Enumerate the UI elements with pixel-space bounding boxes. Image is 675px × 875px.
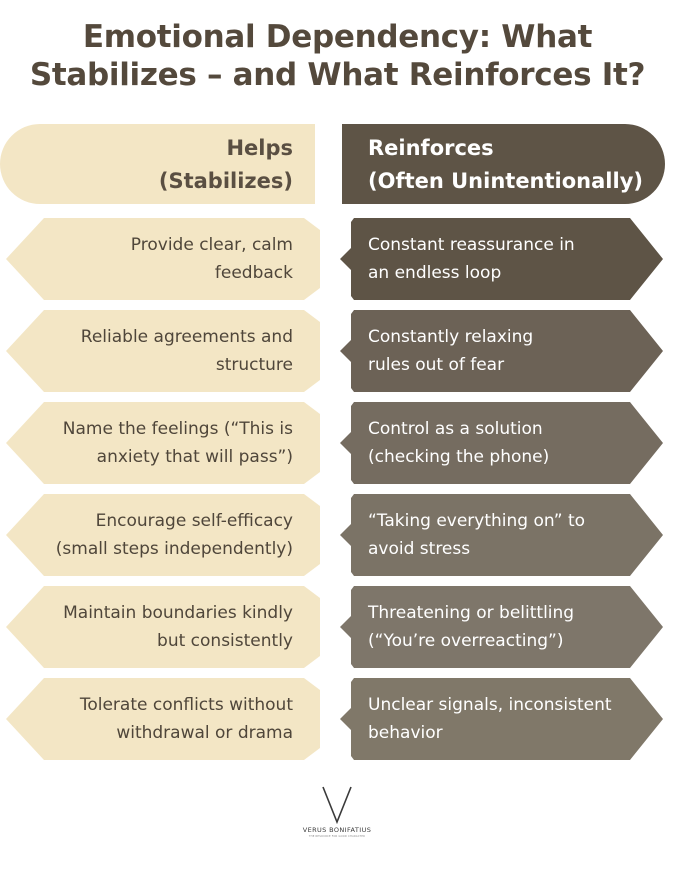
reinforces-item: Threatening or belittling (“You’re overr… — [340, 586, 663, 668]
brand-tagline: THE RESOURCE FOR GOOD CHARACTER — [308, 835, 366, 838]
helps-column-header: Helps (Stabilizes) — [0, 124, 315, 204]
reinforces-item: Unclear signals, inconsistent behavior — [340, 678, 663, 760]
helps-item-line-2: withdrawal or drama — [116, 723, 293, 743]
comparison-row-1: Provide clear, calm feedback Constant re… — [0, 218, 675, 300]
helps-header-line-2: (Stabilizes) — [158, 169, 293, 193]
helps-item: Name the feelings (“This is anxiety that… — [6, 402, 320, 484]
reinforces-item-line-1: Constantly relaxing — [368, 327, 534, 347]
reinforces-item-line-2: an endless loop — [368, 263, 502, 283]
page-title: Emotional Dependency: What Stabilizes – … — [0, 18, 675, 94]
reinforces-item: Constantly relaxing rules out of fear — [340, 310, 663, 392]
helps-item-line-2: feedback — [214, 263, 293, 283]
helps-item-line-1: Maintain boundaries kindly — [63, 603, 293, 623]
reinforces-item: “Taking everything on” to avoid stress — [340, 494, 663, 576]
helps-item-line-1: Reliable agreements and — [80, 327, 293, 347]
comparison-row-4: Encourage self-efficacy (small steps ind… — [0, 494, 675, 576]
helps-header-line-1: Helps — [226, 136, 293, 160]
reinforces-item-line-1: Constant reassurance in — [368, 235, 575, 255]
reinforces-item-line-1: Unclear signals, inconsistent — [368, 695, 612, 715]
reinforces-header-line-2: (Often Unintentionally) — [368, 169, 643, 193]
reinforces-item-line-2: (checking the phone) — [368, 447, 550, 467]
helps-item-line-1: Encourage self-efficacy — [95, 511, 293, 531]
helps-item: Reliable agreements and structure — [6, 310, 320, 392]
v-logo-icon — [322, 786, 352, 824]
reinforces-item: Control as a solution (checking the phon… — [340, 402, 663, 484]
comparison-row-6: Tolerate conflicts without withdrawal or… — [0, 678, 675, 760]
helps-item-line-1: Tolerate conflicts without — [79, 695, 293, 715]
helps-item-line-2: but consistently — [157, 631, 293, 651]
reinforces-item-line-2: avoid stress — [368, 539, 471, 559]
helps-item-line-1: Provide clear, calm — [130, 235, 293, 255]
reinforces-item-line-2: behavior — [368, 723, 443, 743]
reinforces-item: Constant reassurance in an endless loop — [340, 218, 663, 300]
title-line-1: Emotional Dependency: What — [82, 19, 593, 55]
reinforces-item-line-1: Control as a solution — [368, 419, 543, 439]
reinforces-header-line-1: Reinforces — [368, 136, 494, 160]
brand-name: VERUS BONIFATIUS — [302, 826, 372, 834]
reinforces-item-line-1: “Taking everything on” to — [368, 511, 586, 531]
comparison-row-5: Maintain boundaries kindly but consisten… — [0, 586, 675, 668]
helps-item: Provide clear, calm feedback — [6, 218, 320, 300]
helps-item: Maintain boundaries kindly but consisten… — [6, 586, 320, 668]
title-line-2: Stabilizes – and What Reinforces It? — [29, 57, 646, 93]
comparison-row-3: Name the feelings (“This is anxiety that… — [0, 402, 675, 484]
reinforces-column-header: Reinforces (Often Unintentionally) — [342, 124, 665, 204]
helps-item-line-2: (small steps independently) — [55, 539, 293, 559]
helps-item-line-2: anxiety that will pass”) — [96, 447, 293, 467]
reinforces-item-line-2: (“You’re overreacting”) — [368, 631, 564, 651]
reinforces-item-line-1: Threatening or belittling — [368, 603, 575, 623]
comparison-row-2: Reliable agreements and structure Consta… — [0, 310, 675, 392]
helps-item: Tolerate conflicts without withdrawal or… — [6, 678, 320, 760]
brand-logo: VERUS BONIFATIUS THE RESOURCE FOR GOOD C… — [287, 786, 387, 838]
helps-item: Encourage self-efficacy (small steps ind… — [6, 494, 320, 576]
helps-item-line-1: Name the feelings (“This is — [62, 419, 293, 439]
helps-item-line-2: structure — [215, 355, 293, 375]
reinforces-item-line-2: rules out of fear — [368, 355, 505, 375]
